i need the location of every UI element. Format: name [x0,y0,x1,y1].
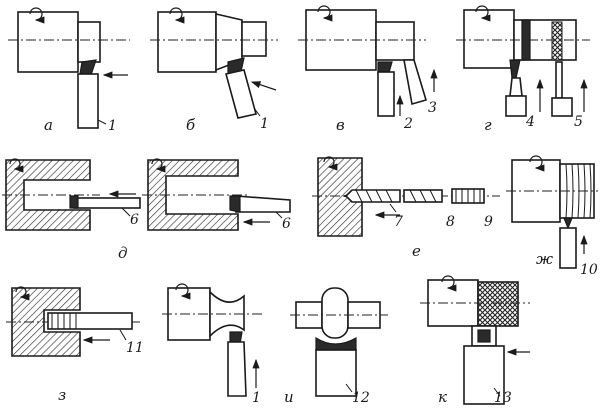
rotation-arrow [15,286,30,301]
rotation-arrow [529,155,545,172]
thread-tip [563,217,573,230]
form-edge [315,336,357,351]
panel-zh: ж 10 [506,155,598,278]
chuck-a [17,11,79,73]
cutter-1 [227,341,247,397]
panel-label-b: б [186,116,196,134]
tool-number-4: 4 [525,114,535,130]
parting-zone [551,21,563,61]
thread-cutter-10 [559,227,577,269]
panel-label-k: к [438,388,447,406]
panel-e: 7 8 9 е [312,156,500,260]
rotation-arrow [29,7,45,24]
tool-number-5: 5 [574,114,583,130]
chuck-b [157,11,217,73]
rotation-arrow [9,158,24,173]
panel-label-i: и [284,388,294,406]
cutter-3 [403,59,427,106]
cutter-4 [505,95,527,117]
workpiece-a [77,21,101,63]
rotation-arrow [151,158,166,173]
tool-number-3: 3 [428,100,437,116]
tool-number-7: 7 [394,214,403,230]
panel-a: 1 а [8,7,130,134]
tool-number-13: 13 [494,390,512,406]
tool-number-10: 10 [580,262,598,278]
rotation-arrow [323,156,338,171]
panel-v: 2 3 в [298,5,438,134]
panel-label-d: д [118,244,128,262]
chuck-g [463,9,515,69]
knurling-tool-13 [463,345,505,405]
panel-d: 6 6 д [2,158,291,262]
tool-number-6: 6 [130,212,139,228]
tool-number-8: 8 [446,214,455,230]
rotation-arrow [175,283,191,300]
tool-number-6: 6 [282,216,291,232]
rotation-arrow [169,7,185,24]
shaped-workpiece-i [209,290,245,338]
tool-number-1: 1 [108,118,117,134]
tool-number-2: 2 [403,116,413,132]
panel-b: 1 б [150,7,278,134]
boring-bar-6b [235,195,291,213]
drill-7 [344,189,401,203]
panel-k: к 13 [420,275,530,406]
rotation-arrow [317,5,333,22]
feed-arrow [250,81,277,91]
panel-label-zh: ж [536,250,553,268]
workpiece-v [375,21,415,61]
tool-number-1: 1 [252,390,261,406]
ball-workpiece [321,287,349,339]
cutter-2 [377,71,395,117]
panel-label-e: е [412,242,421,260]
cutter-4-tip [509,77,523,97]
tool-number-9: 9 [484,214,493,230]
knurl-roller [477,329,491,343]
panel-label-a: а [44,116,53,134]
rotation-arrow [441,275,457,292]
cutter-1 [225,69,257,119]
panel-label-v: в [336,116,345,134]
tap-11 [47,312,133,330]
chip [69,195,79,209]
panel-z: 11 з [6,286,144,404]
shaft-end-b [241,21,267,57]
tool-number-11: 11 [126,340,144,356]
cutter-5-blade [555,61,563,99]
panel-g: 4 5 г [456,5,590,134]
tool-number-12: 12 [352,390,370,406]
chip [229,195,241,213]
tap-workpiece [11,287,81,357]
panel-i: 1 и 12 [162,283,388,406]
panel-label-z: з [58,386,66,404]
rotation-arrow [475,5,491,22]
bore-part-1 [5,159,91,231]
chip [509,59,521,79]
boring-bar-6a [73,197,141,209]
tool-number-1: 1 [260,116,269,132]
cutter-1 [77,73,99,129]
knurled-workpiece [477,281,519,327]
cutter-5 [551,97,573,117]
panel-label-g: г [484,116,492,134]
